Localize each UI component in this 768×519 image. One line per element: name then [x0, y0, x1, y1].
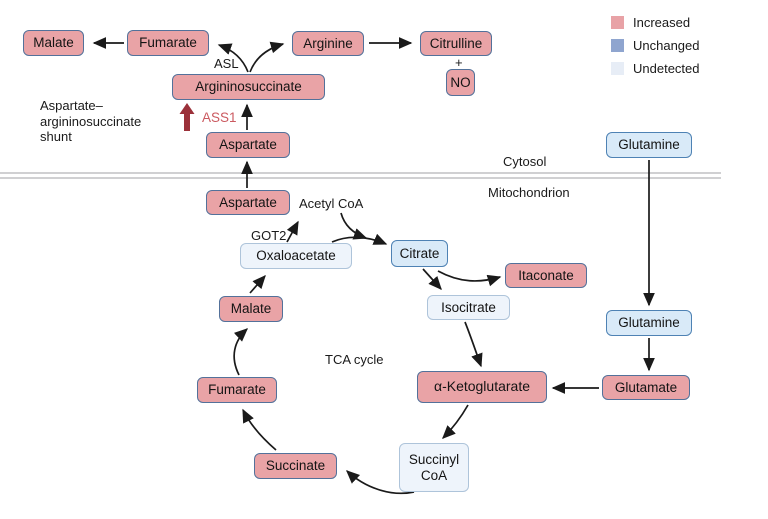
- ass1-upregulated-arrow: [179, 103, 195, 131]
- legend-item-increased: Increased: [611, 15, 700, 30]
- arrow-citrate-to-isocitrate: [422, 268, 442, 291]
- arrow-asl-to-arginine: [249, 41, 285, 73]
- node-glutamate: Glutamate: [602, 375, 690, 400]
- node-arginine: Arginine: [292, 31, 364, 56]
- mitochondrion-label: Mitochondrion: [488, 185, 570, 200]
- node-aspartate-cytosol: Aspartate: [206, 132, 290, 158]
- plus-sign: +: [455, 55, 463, 70]
- asl-enzyme-label: ASL: [214, 56, 239, 71]
- node-oxaloacetate: Oxaloacetate: [240, 243, 352, 269]
- legend-label-undetected: Undetected: [633, 61, 700, 76]
- legend-item-undetected: Undetected: [611, 61, 700, 76]
- node-isocitrate: Isocitrate: [427, 295, 510, 320]
- legend-item-unchanged: Unchanged: [611, 38, 700, 53]
- node-malate-tca: Malate: [219, 296, 283, 322]
- node-malate-cytosol: Malate: [23, 30, 84, 56]
- node-glutamine-mito: Glutamine: [606, 310, 692, 336]
- shunt-label: Aspartate–argininosuccinate shunt: [40, 98, 142, 144]
- node-glutamine-cytosol: Glutamine: [606, 132, 692, 158]
- arrow-fumarate-to-malate-tca: [233, 328, 248, 376]
- node-alpha-ketoglutarate: α-Ketoglutarate: [417, 371, 547, 403]
- got2-enzyme-label: GOT2: [251, 228, 287, 243]
- node-citrate: Citrate: [391, 240, 448, 267]
- arrow-isocitrate-to-ketoglutarate: [464, 321, 483, 368]
- arrow-acetyl-coa-join: [340, 212, 368, 240]
- legend-label-increased: Increased: [633, 15, 691, 30]
- legend-swatch-increased: [611, 16, 624, 29]
- node-citrulline: Citrulline: [420, 31, 492, 56]
- node-fumarate-tca: Fumarate: [197, 377, 277, 403]
- cytosol-label: Cytosol: [503, 154, 547, 169]
- node-no: NO: [446, 69, 475, 96]
- node-fumarate-cytosol: Fumarate: [127, 30, 209, 56]
- acetyl-coa-label: Acetyl CoA: [299, 196, 364, 211]
- arrow-citrate-to-itaconate: [437, 270, 502, 287]
- node-itaconate: Itaconate: [505, 263, 587, 288]
- arrow-malate-to-oxaloacetate: [249, 274, 266, 294]
- arrow-asl-to-fumarate: [217, 43, 249, 73]
- arrow-got2-oxaloacetate-to-aspartate: [286, 220, 299, 243]
- node-succinyl-coa: Succinyl CoA: [399, 443, 469, 492]
- tca-cycle-label: TCA cycle: [325, 352, 384, 367]
- node-argininosuccinate: Argininosuccinate: [172, 74, 325, 100]
- arrow-ketoglutarate-to-succinyl-coa: [442, 404, 469, 439]
- node-aspartate-mito: Aspartate: [206, 190, 290, 215]
- arrow-succinate-to-fumarate: [242, 408, 277, 451]
- node-succinate: Succinate: [254, 453, 337, 479]
- legend-swatch-undetected: [611, 62, 624, 75]
- legend-swatch-unchanged: [611, 39, 624, 52]
- legend-label-unchanged: Unchanged: [633, 38, 700, 53]
- arrow-succinyl-coa-to-succinate: [346, 470, 415, 495]
- legend: Increased Unchanged Undetected: [611, 15, 700, 76]
- ass1-enzyme-label: ASS1: [202, 110, 237, 125]
